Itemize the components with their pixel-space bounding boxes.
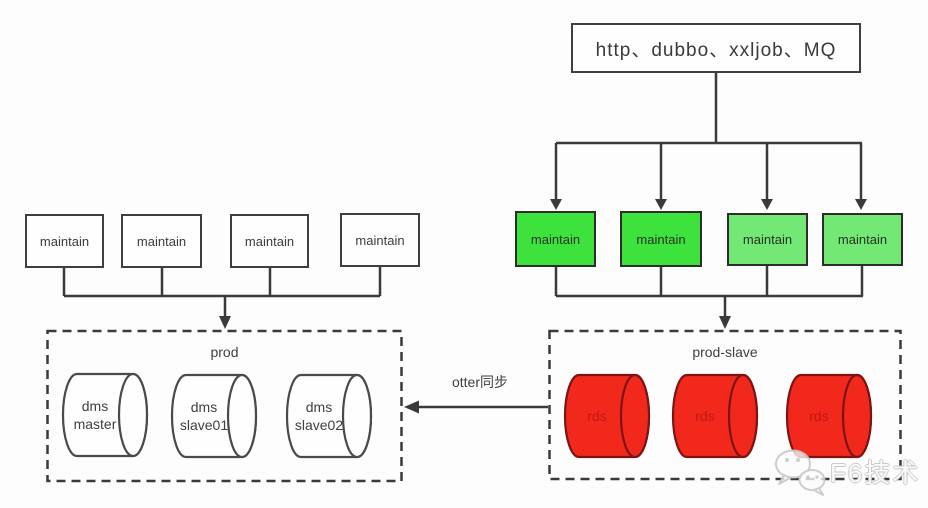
maintain-label: maintain <box>742 232 793 247</box>
green-merge-lines <box>554 266 864 317</box>
watermark: F6技术 <box>770 441 926 503</box>
maintain-label: maintain <box>837 232 888 247</box>
rds-label: rds <box>587 407 607 424</box>
prod-slave-group-outline <box>548 329 902 481</box>
maintain-box-green-1: maintain <box>515 211 596 267</box>
arrow-down-icon <box>550 199 562 210</box>
maintain-label: maintain <box>136 233 187 249</box>
maintain-label: maintain <box>39 233 90 249</box>
database-cylinder-icon <box>285 373 373 459</box>
top-connector <box>556 73 862 145</box>
database-cylinder-icon <box>170 373 258 459</box>
maintain-label: maintain <box>636 231 686 247</box>
database-cylinder-icon <box>785 373 873 459</box>
dms-slave01-cylinder: dms slave01 <box>170 373 258 459</box>
rds-cylinder-2: rds <box>671 373 759 459</box>
arrow-left-icon <box>404 400 419 414</box>
dms-slave02-cylinder: dms slave02 <box>285 373 373 459</box>
maintain-box-left-3: maintain <box>230 214 309 268</box>
database-cylinder-icon <box>61 372 149 458</box>
maintain-box-green-4: maintain <box>822 213 903 266</box>
prod-slave-group-title: prod-slave <box>692 344 758 360</box>
arrow-down-icon <box>855 199 867 210</box>
maintain-box-green-3: maintain <box>727 213 808 266</box>
watermark-label: F6技术 <box>830 458 921 488</box>
prod-group-outline <box>46 329 403 483</box>
entry-protocols-box: http、dubbo、xxljob、MQ <box>571 23 861 73</box>
otter-sync-label: otter同步 <box>451 374 508 390</box>
maintain-label: maintain <box>530 231 581 247</box>
maintain-box-left-4: maintain <box>340 213 420 267</box>
maintain-box-green-2: maintain <box>620 211 702 267</box>
database-cylinder-icon <box>563 373 651 459</box>
prod-slave-group: prod-slave rds rds rds <box>548 330 902 480</box>
prod-group-title: prod <box>210 344 239 360</box>
arrow-down-icon <box>219 316 231 329</box>
rds-label: rds <box>809 407 829 424</box>
maintain-label: maintain <box>244 233 295 249</box>
wechat-icon <box>775 449 826 496</box>
prod-group: prod dms master dms slave01 dms slave02 <box>46 330 403 482</box>
green-drop-lines <box>554 143 863 199</box>
entry-protocols-label: http、dubbo、xxljob、MQ <box>595 39 837 61</box>
maintain-label: maintain <box>355 232 405 248</box>
dms-master-label: dms master <box>73 397 117 432</box>
dms-slave01-label: dms slave01 <box>179 398 229 433</box>
arrow-down-icon <box>719 316 731 329</box>
arrow-down-icon <box>761 199 773 210</box>
rds-cylinder-1: rds <box>563 373 651 459</box>
arrow-down-icon <box>655 199 667 210</box>
maintain-box-left-1: maintain <box>25 214 104 268</box>
maintain-box-left-2: maintain <box>121 214 202 268</box>
dms-slave02-label: dms slave02 <box>294 398 344 433</box>
rds-cylinder-3: rds <box>785 373 873 459</box>
dms-master-cylinder: dms master <box>61 372 149 458</box>
left-merge-lines <box>62 267 382 317</box>
rds-label: rds <box>695 407 715 424</box>
database-cylinder-icon <box>671 373 759 459</box>
